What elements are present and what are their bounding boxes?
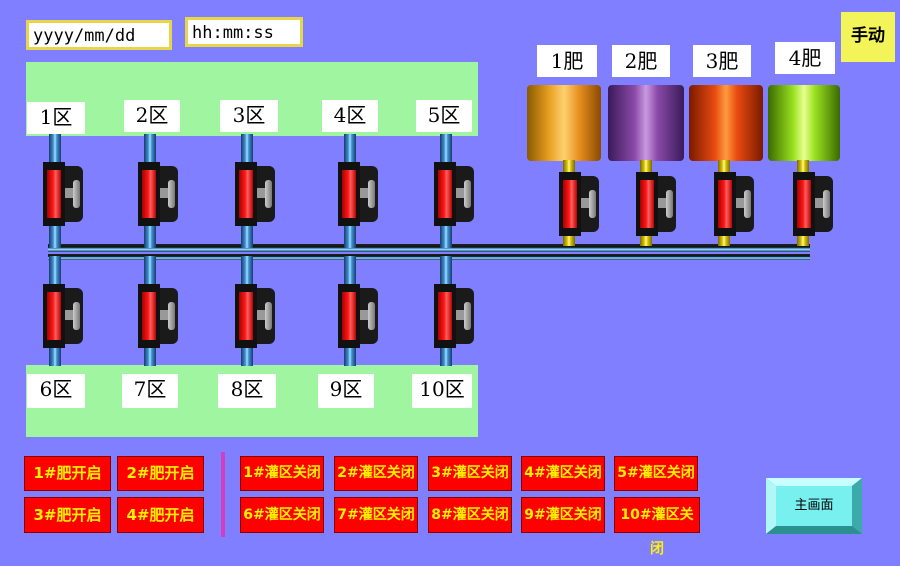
zone-label-2: 2区 bbox=[124, 100, 180, 132]
zone-valve-10[interactable] bbox=[434, 284, 474, 348]
date-field: yyyy/mm/dd bbox=[26, 20, 172, 50]
zone-valve-7[interactable] bbox=[138, 284, 178, 348]
zone-valve-6[interactable] bbox=[43, 284, 83, 348]
zone-5-close-button[interactable]: 5#灌区关闭 bbox=[614, 456, 698, 491]
zone-label-6: 6区 bbox=[27, 374, 85, 408]
fert-3-open-button[interactable]: 3#肥开启 bbox=[24, 497, 111, 533]
time-field: hh:mm:ss bbox=[185, 17, 303, 47]
zone-valve-1[interactable] bbox=[43, 162, 83, 226]
divider bbox=[221, 452, 225, 537]
fertilizer-tank-3 bbox=[689, 85, 763, 161]
zone-label-10: 10区 bbox=[412, 374, 472, 408]
zone-7-close-button[interactable]: 7#灌区关闭 bbox=[334, 497, 418, 533]
zone-2-close-button[interactable]: 2#灌区关闭 bbox=[334, 456, 418, 491]
zone-label-7: 7区 bbox=[122, 374, 178, 408]
tank-valve-1[interactable] bbox=[559, 172, 599, 236]
zone-valve-8[interactable] bbox=[235, 284, 275, 348]
tank-label-3: 3肥 bbox=[693, 45, 751, 77]
zone-label-4: 4区 bbox=[322, 100, 378, 132]
zone-label-1: 1区 bbox=[27, 102, 85, 134]
home-button-label: 主画面 bbox=[794, 498, 834, 513]
zone-10-close-button[interactable]: 10#灌区关闭 bbox=[614, 497, 700, 557]
zone-valve-4[interactable] bbox=[338, 162, 378, 226]
tank-label-4: 4肥 bbox=[775, 42, 835, 74]
zone-6-close-button[interactable]: 6#灌区关闭 bbox=[240, 497, 324, 533]
zone-label-8: 8区 bbox=[218, 374, 276, 408]
zone-valve-5[interactable] bbox=[434, 162, 474, 226]
zone-label-5: 5区 bbox=[416, 100, 472, 132]
main-pipe-top bbox=[48, 244, 810, 252]
zone-8-close-button[interactable]: 8#灌区关闭 bbox=[428, 497, 512, 533]
zone-valve-2[interactable] bbox=[138, 162, 178, 226]
zone-label-3: 3区 bbox=[220, 100, 278, 132]
tank-valve-4[interactable] bbox=[793, 172, 833, 236]
zone-1-close-button[interactable]: 1#灌区关闭 bbox=[240, 456, 324, 491]
zone-9-close-button[interactable]: 9#灌区关闭 bbox=[521, 497, 605, 533]
zone-valve-3[interactable] bbox=[235, 162, 275, 226]
home-button[interactable]: 主画面 bbox=[766, 478, 862, 534]
fert-4-open-button[interactable]: 4#肥开启 bbox=[117, 497, 204, 533]
fert-2-open-button[interactable]: 2#肥开启 bbox=[117, 456, 204, 491]
zone-3-close-button[interactable]: 3#灌区关闭 bbox=[428, 456, 512, 491]
tank-label-2: 2肥 bbox=[612, 45, 670, 77]
fertilizer-tank-2 bbox=[608, 85, 684, 161]
fertilizer-tank-4 bbox=[768, 85, 840, 161]
tank-label-1: 1肥 bbox=[537, 45, 597, 77]
zone-valve-9[interactable] bbox=[338, 284, 378, 348]
home-button-bevel bbox=[766, 478, 862, 534]
tank-valve-2[interactable] bbox=[636, 172, 676, 236]
main-pipe-bottom bbox=[48, 254, 810, 260]
tank-valve-3[interactable] bbox=[714, 172, 754, 236]
zone-label-9: 9区 bbox=[318, 374, 374, 408]
zone-4-close-button[interactable]: 4#灌区关闭 bbox=[521, 456, 605, 491]
fertilizer-tank-1 bbox=[527, 85, 601, 161]
manual-mode-button[interactable]: 手动 bbox=[841, 12, 895, 62]
fert-1-open-button[interactable]: 1#肥开启 bbox=[24, 456, 111, 491]
